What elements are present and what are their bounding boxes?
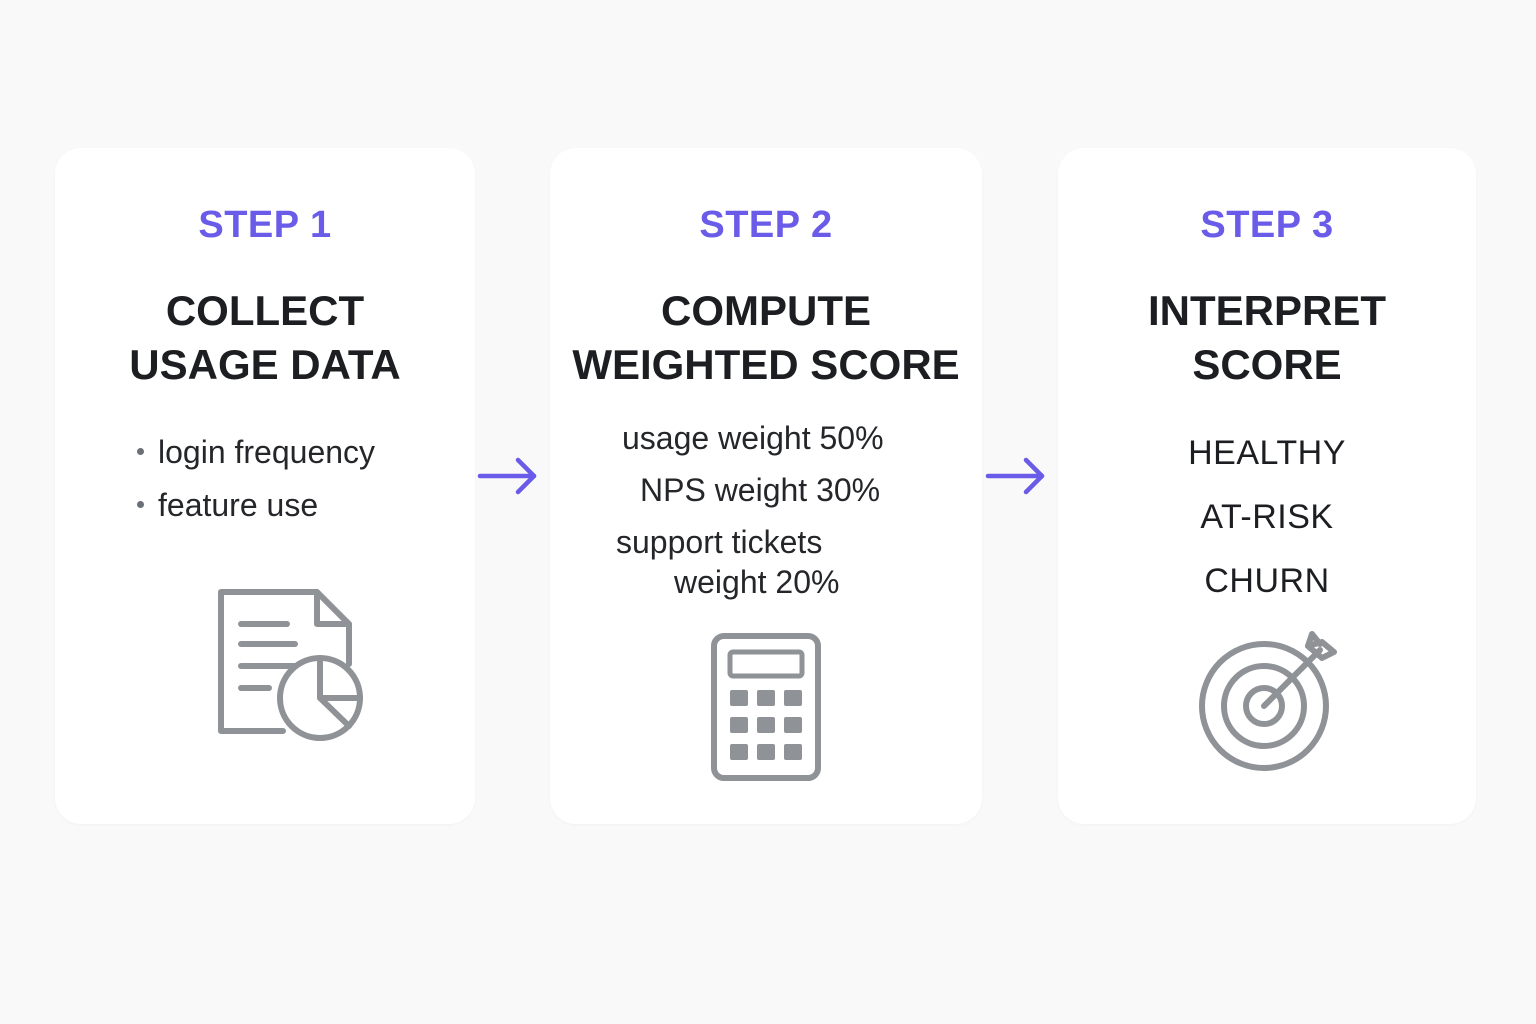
step-1-title-line-2: USAGE DATA bbox=[129, 341, 401, 388]
step-2-title: COMPUTE WEIGHTED SCORE bbox=[550, 284, 982, 392]
bullet-item: login frequency bbox=[137, 426, 375, 479]
arrow-right-icon bbox=[476, 456, 540, 496]
step-3-label: STEP 3 bbox=[1200, 204, 1334, 246]
target-icon bbox=[1196, 630, 1340, 772]
category-churn: CHURN bbox=[1204, 562, 1330, 600]
step-2-label: STEP 2 bbox=[699, 204, 833, 246]
category-at-risk: AT-RISK bbox=[1200, 498, 1334, 536]
step-1-title-line-1: COLLECT bbox=[165, 287, 365, 334]
step-1-label: STEP 1 bbox=[198, 204, 332, 246]
step-2-title-line-1: COMPUTE bbox=[661, 287, 871, 334]
step-3-card: STEP 3 INTERPRET SCORE HEALTHY AT-RISK C… bbox=[1058, 148, 1476, 824]
bullet-dot-icon bbox=[137, 501, 144, 509]
step-1-bullet-list: login frequency feature use bbox=[137, 426, 375, 532]
step-2-card: STEP 2 COMPUTE WEIGHTED SCORE usage weig… bbox=[550, 148, 982, 824]
bullet-dot-icon bbox=[137, 448, 144, 456]
category-healthy: HEALTHY bbox=[1188, 434, 1346, 472]
bullet-text: feature use bbox=[158, 487, 319, 523]
support-weight-text-line-1: support tickets bbox=[616, 524, 823, 560]
bullet-text: login frequency bbox=[158, 434, 376, 470]
arrow-right-icon bbox=[984, 456, 1048, 496]
step-2-title-line-2: WEIGHTED SCORE bbox=[572, 341, 960, 388]
calculator-icon bbox=[710, 632, 822, 782]
step-3-title: INTERPRET SCORE bbox=[1058, 284, 1476, 392]
usage-weight-text: usage weight 50% bbox=[622, 420, 884, 456]
step-1-title: COLLECT USAGE DATA bbox=[55, 284, 475, 392]
bullet-item: feature use bbox=[137, 479, 375, 532]
step-3-title-line-1: INTERPRET bbox=[1147, 287, 1386, 334]
document-chart-icon bbox=[213, 586, 367, 744]
step-3-title-line-2: SCORE bbox=[1192, 341, 1342, 388]
nps-weight-text: NPS weight 30% bbox=[640, 472, 881, 508]
support-weight-text-line-2: weight 20% bbox=[674, 564, 840, 600]
step-1-card: STEP 1 COLLECT USAGE DATA login frequenc… bbox=[55, 148, 475, 824]
